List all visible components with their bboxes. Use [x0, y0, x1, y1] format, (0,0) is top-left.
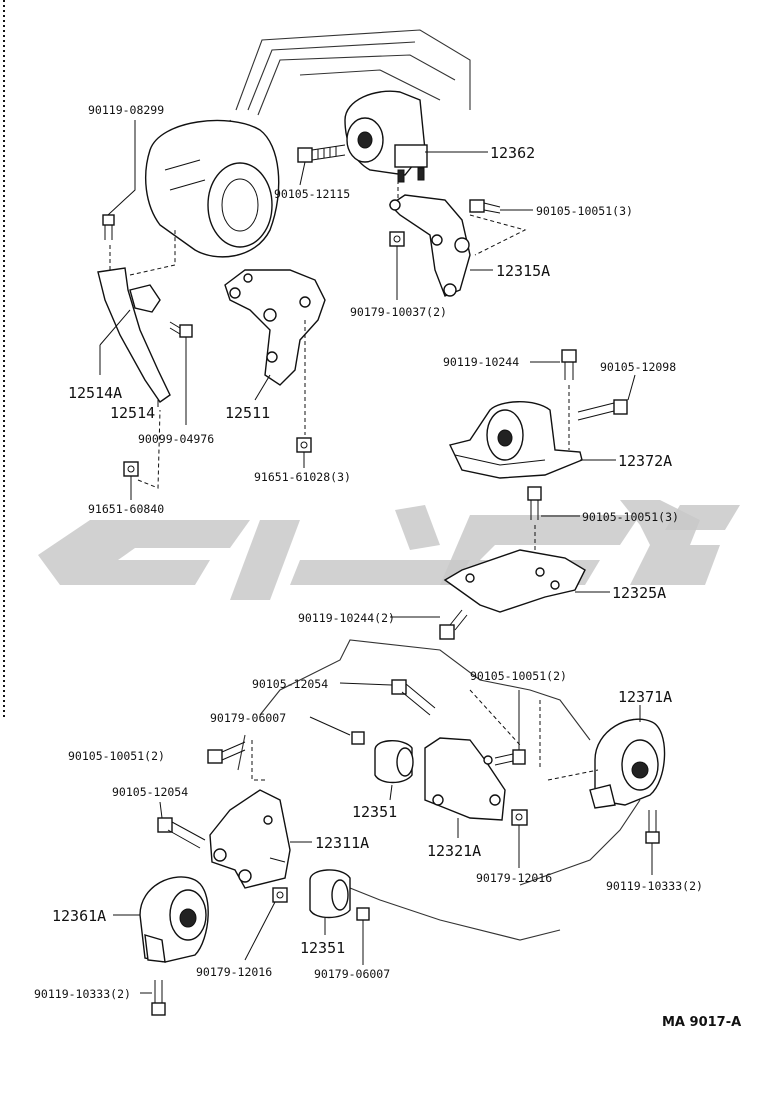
rear-mount-12362: [344, 90, 428, 183]
bolt-90105-12115: [297, 144, 346, 163]
label-90119-10244-2: 90119-10244(2): [298, 611, 395, 625]
label-90105-12098: 90105-12098: [600, 360, 676, 374]
bracket-12321A: [424, 737, 506, 821]
mount-12361A: [139, 876, 209, 963]
label-90119-10333-2-right: 90119-10333(2): [606, 879, 703, 893]
label-12321A: 12321A: [427, 842, 481, 860]
label-12325A: 12325A: [612, 584, 666, 602]
starter-motor: [145, 119, 280, 258]
label-12372A: 12372A: [618, 452, 672, 470]
bolt-90105-10051-left: [207, 741, 246, 764]
bushing-12351-top: [374, 740, 414, 784]
label-90179-12016-right: 90179-12016: [476, 871, 552, 885]
label-12514A: 12514A: [68, 384, 122, 402]
bolt-90119-10244: [561, 349, 577, 380]
label-91651-60840: 91651-60840: [88, 502, 164, 516]
label-12362: 12362: [490, 144, 535, 162]
label-90105-10051-2-right: 90105-10051(2): [470, 669, 567, 683]
bracket-12315A: [388, 194, 471, 297]
label-12371A: 12371A: [618, 688, 672, 706]
reference-code: MA 9017-A: [662, 1015, 741, 1030]
label-90179-10037-2: 90179-10037(2): [350, 305, 447, 319]
label-91651-61028-3: 91651-61028(3): [254, 470, 351, 484]
label-90119-10333-2-left: 90119-10333(2): [34, 987, 131, 1001]
nut-90179-10037: [389, 231, 405, 247]
label-90105-10051-3-mid: 90105-10051(3): [582, 510, 679, 524]
bolt-90105-12098: [577, 399, 628, 421]
nut-90179-06007-bottom: [356, 907, 370, 921]
bolt-90105-12054-top: [391, 679, 436, 716]
bolt-90119-08299: [102, 214, 115, 240]
bolt-90119-10333-right: [645, 810, 660, 844]
nut-91651-61028: [296, 437, 312, 453]
label-90119-08299: 90119-08299: [88, 103, 164, 117]
label-12511: 12511: [225, 404, 270, 422]
bolt-90105-10051-right: [494, 749, 526, 766]
nut-90179-06007-top: [351, 731, 365, 745]
mount-12371A: [589, 718, 666, 809]
label-90099-04976: 90099-04976: [138, 432, 214, 446]
watermark-logo: [38, 500, 740, 600]
label-90105-12115: 90105-12115: [274, 187, 350, 201]
bracket-12325A: [443, 549, 586, 613]
bolt-90099-04976: [169, 321, 193, 338]
mount-12372A: [448, 401, 583, 479]
bolt-90105-10051-mid: [527, 486, 542, 520]
label-12311A: 12311A: [315, 834, 369, 852]
nut-90179-12016-right: [511, 809, 528, 826]
bolt-90119-10333-left: [151, 980, 166, 1016]
bolt-90105-12054-left: [157, 817, 206, 849]
label-12351-bottom: 12351: [300, 939, 345, 957]
label-90179-12016-left: 90179-12016: [196, 965, 272, 979]
bracket-12514: [97, 267, 171, 403]
transmission-outline: [237, 639, 641, 941]
label-90105-12054-top: 90105-12054: [252, 677, 328, 691]
label-90179-06007-bottom: 90179-06007: [314, 967, 390, 981]
label-12361A: 12361A: [52, 907, 106, 925]
label-12315A: 12315A: [496, 262, 550, 280]
label-90179-06007-top: 90179-06007: [210, 711, 286, 725]
bracket-12311A: [209, 789, 291, 889]
label-90105-10051-2-left: 90105-10051(2): [68, 749, 165, 763]
label-12351-top: 12351: [352, 803, 397, 821]
bolt-90119-10244-2: [439, 609, 468, 640]
label-90119-10244: 90119-10244: [443, 355, 519, 369]
nut-90179-12016-left: [272, 887, 288, 903]
label-12514: 12514: [110, 404, 155, 422]
bracket-12511: [224, 269, 326, 386]
label-90105-10051-3-top: 90105-10051(3): [536, 204, 633, 218]
bushing-12351-bottom: [309, 869, 351, 919]
nut-91651-60840: [123, 461, 139, 477]
label-90105-12054-left: 90105-12054: [112, 785, 188, 799]
bolt-90105-10051-top: [469, 199, 501, 214]
